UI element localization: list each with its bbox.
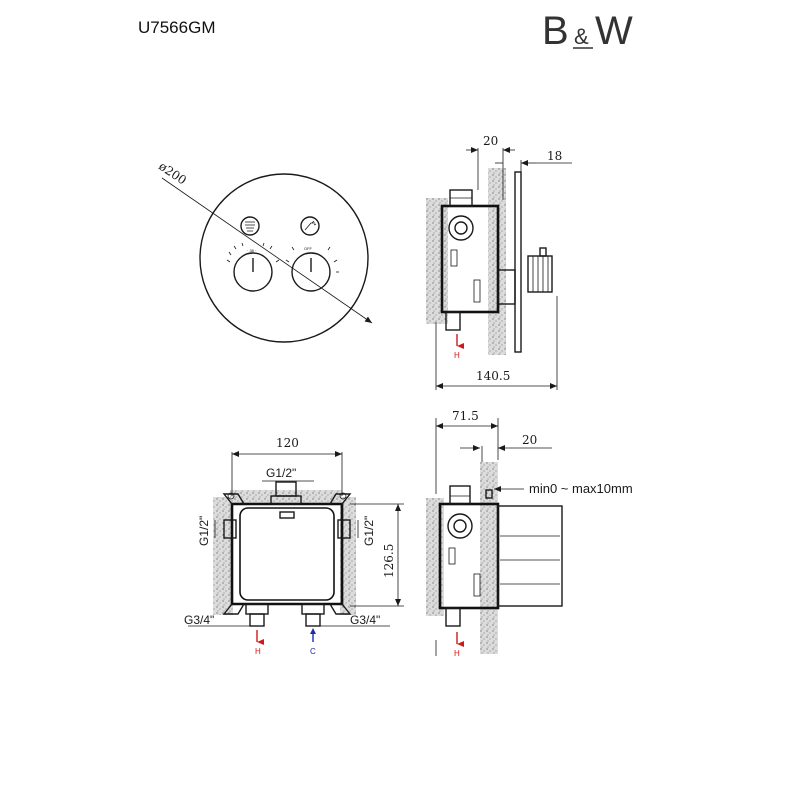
dim-wall-thickness: 20 [522, 433, 537, 447]
hot-marker-box: H [255, 647, 261, 656]
thermostat-scale-ticks [226, 242, 280, 263]
shower-head-icon [245, 221, 255, 232]
flow-scale-label: OFF [304, 246, 313, 251]
flow-knob [291, 252, 331, 292]
box-front-view: 120 G1/2" G1/2" G1/2" 126.5 G3/4" G3/4" … [184, 436, 404, 656]
left-outlet-thread: G1/2" [197, 516, 211, 546]
brand-logo: B & W [542, 9, 633, 53]
dim-depth-18: 18 [547, 149, 562, 163]
cover-plate-outline [199, 173, 369, 343]
right-outlet-thread: G1/2" [362, 516, 376, 546]
diameter-label: ø200 [156, 159, 189, 187]
cover-plate-edge [514, 171, 522, 353]
dim-total-depth: 140.5 [476, 369, 510, 383]
wall-left-box [213, 497, 233, 615]
hot-marker-side: H [454, 649, 460, 658]
left-outlet [223, 519, 237, 539]
box-ear-top-right [329, 493, 352, 505]
flow-scale-ticks [285, 246, 339, 273]
hand-shower-icon [304, 220, 317, 231]
box-inner-cover [239, 507, 335, 601]
hot-inlet [249, 613, 265, 627]
wall-section-right-2 [480, 462, 498, 654]
hot-inlet-thread: G3/4" [184, 613, 214, 627]
box-ear-bottom-right [329, 603, 352, 615]
install-box-depth [497, 505, 563, 607]
front-view: ø200 · 38 · OFF [156, 159, 373, 343]
cold-inlet [305, 613, 321, 627]
thermostat-scale-label: · 38 · [247, 248, 256, 253]
dim-box-width: 120 [276, 436, 299, 450]
box-ear-top-left [222, 493, 245, 505]
hot-marker: H [454, 351, 460, 360]
wall-right-box [340, 497, 356, 615]
hand-shower-button [300, 216, 320, 236]
top-outlet-thread: G1/2" [266, 466, 296, 480]
wall-section-left [426, 198, 448, 324]
dim-box-height: 126.5 [382, 544, 396, 578]
hot-inlet-stub [445, 311, 461, 331]
adjust-range-label: min0 ~ max10mm [529, 481, 633, 496]
side-view-bottom: H 71.5 20 min0 ~ max10mm [426, 409, 633, 658]
svg-text:B: B [542, 9, 569, 53]
side-outlet-ring [448, 215, 474, 241]
model-code: U7566GM [138, 18, 216, 37]
cold-marker-box: C [310, 647, 316, 656]
right-outlet [337, 519, 351, 539]
side-outlet-bore [454, 221, 468, 235]
svg-text:&: & [574, 24, 589, 49]
box-ear-bottom-left [222, 603, 245, 615]
dim-box-depth: 71.5 [452, 409, 479, 423]
side-view-top: H 20 18 140.5 [426, 134, 572, 390]
shower-head-button [240, 216, 260, 236]
cold-inlet-thread: G3/4" [350, 613, 380, 627]
diameter-leader [161, 177, 373, 324]
svg-text:W: W [595, 9, 633, 53]
thermostat-knob [233, 252, 273, 292]
dim-depth-20: 20 [483, 134, 498, 148]
